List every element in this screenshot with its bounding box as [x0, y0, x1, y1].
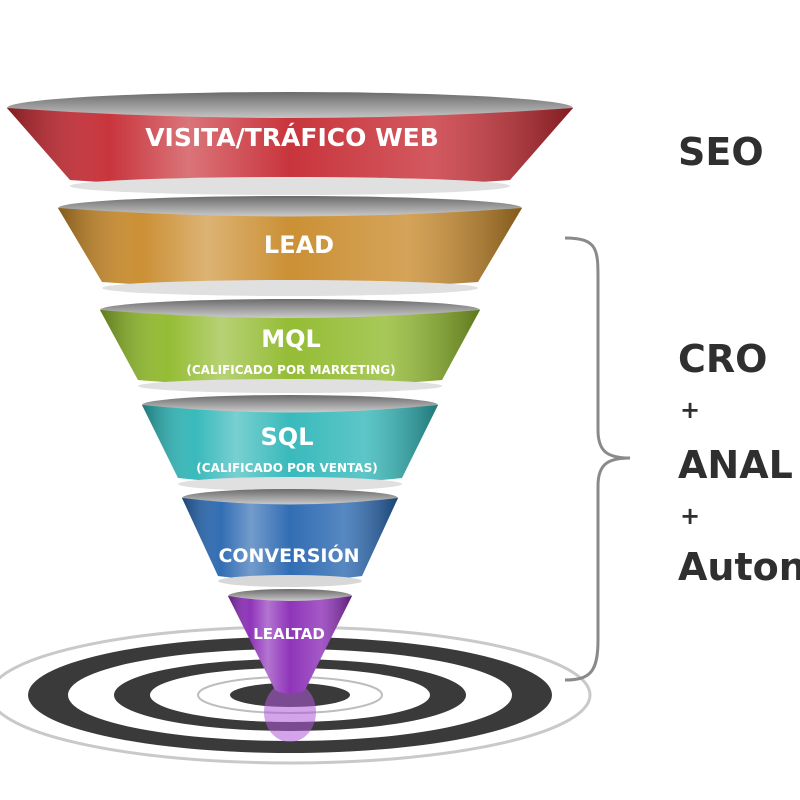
funnel-segment-mql: MQL (CALIFICADO POR MARKETING) — [100, 299, 480, 393]
label-auton: Auton — [678, 545, 800, 589]
funnel-segment-visita: VISITA/TRÁFICO WEB — [7, 92, 573, 195]
segment-shine — [142, 405, 438, 484]
stage-sublabel-mql: (CALIFICADO POR MARKETING) — [186, 363, 395, 377]
label-anal: ANAL — [678, 443, 793, 487]
funnel-segment-sql: SQL (CALIFICADO POR VENTAS) — [142, 395, 438, 491]
segment-shine — [100, 310, 480, 387]
segment-rim — [182, 489, 398, 507]
segment-bottom-lip — [102, 280, 478, 296]
stage-sublabel-sql: (CALIFICADO POR VENTAS) — [196, 461, 377, 475]
label-plus-1: + — [680, 396, 700, 424]
segment-rim — [142, 395, 438, 415]
funnel-segment-lealtad: LEALTAD — [228, 589, 352, 694]
stage-label-conversion: CONVERSIÓN — [218, 543, 359, 567]
label-cro: CRO — [678, 337, 767, 381]
label-plus-2: + — [680, 502, 700, 530]
segment-rim — [228, 589, 352, 603]
stage-label-lead: LEAD — [264, 231, 334, 259]
funnel-segment-conversion: CONVERSIÓN — [182, 489, 398, 587]
segment-bottom-lip — [138, 379, 442, 393]
segment-rim — [100, 299, 480, 321]
segment-bottom-lip — [178, 477, 402, 491]
target-rings — [0, 625, 592, 765]
curly-brace — [564, 236, 631, 682]
stage-label-lealtad: LEALTAD — [253, 625, 325, 643]
stage-label-sql: SQL — [261, 423, 314, 451]
funnel: VISITA/TRÁFICO WEB LEAD MQL (CALIFICADO … — [7, 92, 573, 694]
segment-bottom-lip — [70, 177, 510, 195]
segment-shine — [7, 108, 573, 188]
target-glow — [264, 682, 316, 742]
label-seo: SEO — [678, 130, 764, 174]
segment-rim — [58, 196, 522, 220]
segment-shine — [228, 596, 352, 694]
segment-shine — [182, 498, 398, 581]
funnel-segment-lead: LEAD — [58, 196, 522, 296]
stage-label-mql: MQL — [261, 325, 321, 353]
segment-shine — [58, 208, 522, 289]
segment-bottom-lip — [218, 575, 362, 587]
stage-label-visita: VISITA/TRÁFICO WEB — [145, 123, 439, 152]
